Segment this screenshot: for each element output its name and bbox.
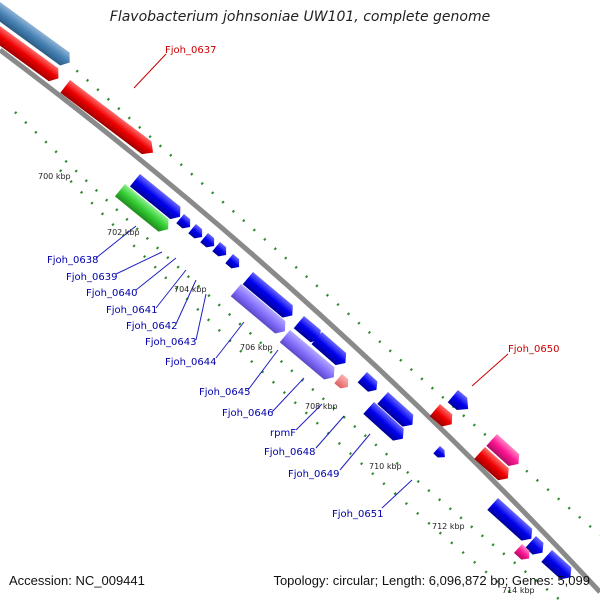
gene-fjoh-0637[interactable] <box>60 80 157 159</box>
accession-label: Accession: NC_009441 <box>9 573 145 588</box>
gene-fjoh-0644[interactable] <box>242 272 298 322</box>
outer-tick-row-2 <box>14 111 561 600</box>
genome-title: Flavobacterium johnsoniae UW101, complet… <box>109 9 491 25</box>
kbp-704: 704 kbp <box>174 285 207 294</box>
label-fjoh-0645[interactable]: Fjoh_0645 <box>199 387 250 398</box>
label-rpmf[interactable]: rpmF <box>270 428 296 439</box>
genome-backbone <box>0 48 600 594</box>
inner-tick-row <box>59 169 521 600</box>
kbp-712: 712 kbp <box>432 522 465 531</box>
kbp-702: 702 kbp <box>107 228 140 237</box>
label-fjoh-0646[interactable]: Fjoh_0646 <box>222 408 273 419</box>
label-fjoh-0650[interactable]: Fjoh_0650 <box>508 344 559 355</box>
label-fjoh-0648[interactable]: Fjoh_0648 <box>264 447 315 458</box>
leader-lines-forward <box>95 225 413 509</box>
gene-fjoh-0640[interactable] <box>188 224 206 242</box>
gene-fjoh-0649[interactable] <box>363 402 408 445</box>
genome-summary: Topology: circular; Length: 6,096,872 bp… <box>273 573 590 588</box>
gene-red-top-left[interactable] <box>0 26 63 85</box>
gene-fjoh-0643[interactable] <box>225 254 243 272</box>
gene-fjoh-0651[interactable] <box>487 498 536 545</box>
gene-green[interactable] <box>114 184 173 235</box>
gene-fjoh-0648[interactable] <box>377 392 417 431</box>
gene-blue-low-1[interactable] <box>525 536 548 559</box>
label-fjoh-0643[interactable]: Fjoh_0643 <box>145 337 196 348</box>
gene-fjoh-0641[interactable] <box>200 233 218 251</box>
label-fjoh-0638[interactable]: Fjoh_0638 <box>47 255 98 266</box>
gene-lav-top[interactable] <box>293 316 325 346</box>
gene-blue-mid[interactable] <box>311 332 351 369</box>
label-fjoh-0637[interactable]: Fjoh_0637 <box>165 45 216 56</box>
gene-pink-low[interactable] <box>513 544 533 563</box>
kbp-710: 710 kbp <box>369 462 402 471</box>
label-fjoh-0649[interactable]: Fjoh_0649 <box>288 469 339 480</box>
label-fjoh-0641[interactable]: Fjoh_0641 <box>106 305 157 316</box>
label-fjoh-0642[interactable]: Fjoh_0642 <box>126 321 177 332</box>
gene-fjoh-0645[interactable] <box>230 284 290 337</box>
gene-fjoh-0646[interactable] <box>279 330 339 383</box>
gene-rpmf[interactable] <box>334 374 352 392</box>
gene-fjoh-0638[interactable] <box>129 174 185 223</box>
label-fjoh-0639[interactable]: Fjoh_0639 <box>66 272 117 283</box>
kbp-700: 700 kbp <box>38 172 71 181</box>
label-fjoh-0651[interactable]: Fjoh_0651 <box>332 509 383 520</box>
gene-blue-low-2[interactable] <box>541 550 575 583</box>
gene-blue-after-rpmf[interactable] <box>357 372 381 395</box>
gene-fjoh-0642[interactable] <box>212 242 230 260</box>
gene-steelblue[interactable] <box>0 2 74 69</box>
gene-red-right-2[interactable] <box>474 447 513 484</box>
leader-lines-reverse <box>133 53 509 387</box>
label-fjoh-0644[interactable]: Fjoh_0644 <box>165 357 216 368</box>
label-fjoh-0640[interactable]: Fjoh_0640 <box>86 288 137 299</box>
kbp-714: 714 kbp <box>502 586 535 595</box>
kbp-708: 708 kbp <box>305 402 338 411</box>
gene-small-blue-710[interactable] <box>433 446 448 461</box>
gene-fjoh-0639[interactable] <box>176 214 194 232</box>
kbp-706: 706 kbp <box>240 343 273 352</box>
gene-pink-right[interactable] <box>486 434 523 470</box>
gene-fjoh-0650[interactable] <box>447 390 474 415</box>
gene-red-right-1[interactable] <box>429 404 457 430</box>
